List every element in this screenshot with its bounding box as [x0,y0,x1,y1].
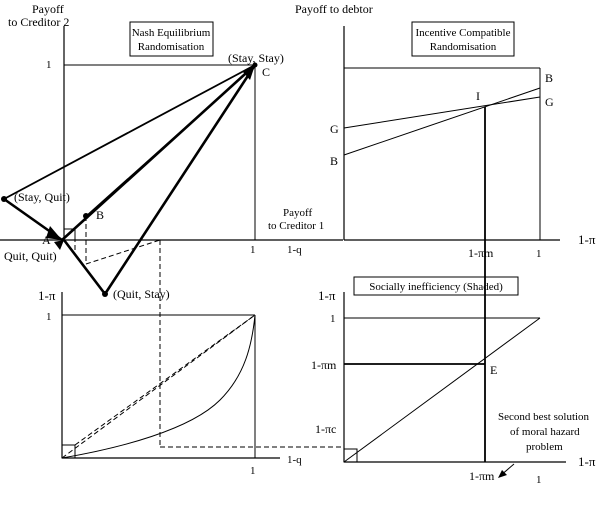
bl-dash-diag-1 [61,314,256,459]
panel-top-right: Payoff to debtor Incentive Compatible Ra… [295,2,596,260]
tl-arrow-qq [54,240,64,250]
tl-dash-b-diag [85,239,161,265]
tl-title-box [129,21,214,57]
tr-line-b [343,87,541,156]
tr-tick-pim: 1-πm [468,246,494,260]
tr-title-1: Incentive Compatible [416,27,511,39]
tl-x-label-alt: 1-q [287,244,302,256]
tr-label-i: I [476,89,480,103]
br-title: Socially inefficiency (Shaded) [369,281,503,293]
br-annotation-arrowhead [498,470,507,478]
tl-label-a: A [42,233,51,247]
tl-label-stay-quit: (Stay, Quit) [14,190,70,204]
tl-tick-x-1: 1 [250,244,256,256]
br-y-label: 1-π [318,288,336,303]
br-tick-y-1: 1 [330,313,336,325]
tl-x-label-2: to Creditor 1 [268,220,324,232]
bl-small-square [61,444,76,459]
tl-label-c: C [262,65,270,79]
br-tick-y-pic: 1-πc [315,422,336,436]
tl-dot-quit-stay [102,291,108,297]
br-title-box [353,276,519,296]
tr-line-g [343,96,541,129]
tl-title-2: Randomisation [138,41,205,53]
tl-label-b: B [96,208,104,222]
tr-label-b-left: B [330,154,338,168]
tl-edge-stayquit-staystay [3,64,256,200]
tl-line-b-c [85,64,256,217]
br-x-label: 1-π [578,454,596,469]
panel-top-left: Payoff to Creditor 2 Nash Equilibrium Ra… [0,2,343,447]
panel-bottom-right: 1-π Socially inefficiency (Shaded) 1 1-π… [311,240,596,486]
tl-title-1: Nash Equilibrium [132,27,211,39]
tr-label-b-right: B [545,71,553,85]
br-tick-x-1: 1 [536,474,542,486]
bl-dash-diag-2 [74,314,256,446]
bl-x-label: 1-q [287,454,302,466]
br-annotation-1: Second best solution [498,411,590,423]
br-annotation-2: of moral hazard [510,426,580,438]
tl-dot-stay-stay [252,62,258,68]
br-tick-x-pim: 1-πm [469,469,495,483]
tl-arrow-c [243,65,255,80]
bl-y-label: 1-π [38,288,56,303]
tl-tick-y-1: 1 [46,59,52,71]
br-small-square [343,448,358,463]
tr-title-2: Randomisation [430,41,497,53]
tr-y-label: Payoff to debtor [295,2,373,16]
bl-tick-y-1: 1 [46,311,52,323]
tr-label-g-right: G [545,95,554,109]
br-label-e: E [490,363,497,377]
tr-title-box [411,21,515,57]
br-annotation-3: problem [526,441,563,453]
tl-arrow-a [46,226,62,240]
tl-y-label-1: Payoff [32,2,64,16]
tl-label-stay-stay: (Stay, Stay) [228,51,284,65]
tl-dot-b [83,213,89,219]
tr-x-label: 1-π [578,232,596,247]
tl-dot-stay-quit [1,196,7,202]
tr-label-g-left: G [330,122,339,136]
tl-small-square [63,228,76,241]
tr-tick-1: 1 [536,248,542,260]
panel-bottom-left: 1-π 1 1 1-q [38,288,343,477]
br-diagonal [343,317,541,463]
tl-y-label-2: to Creditor 2 [8,15,69,29]
bl-tick-x-1: 1 [250,465,256,477]
tl-label-quit-quit: Quit, Quit) [4,249,57,263]
tl-x-label-1: Payoff [283,207,312,219]
tl-label-quit-stay: (Quit, Stay) [113,287,170,301]
bl-curve [61,314,256,459]
br-tick-y-pim: 1-πm [311,358,337,372]
